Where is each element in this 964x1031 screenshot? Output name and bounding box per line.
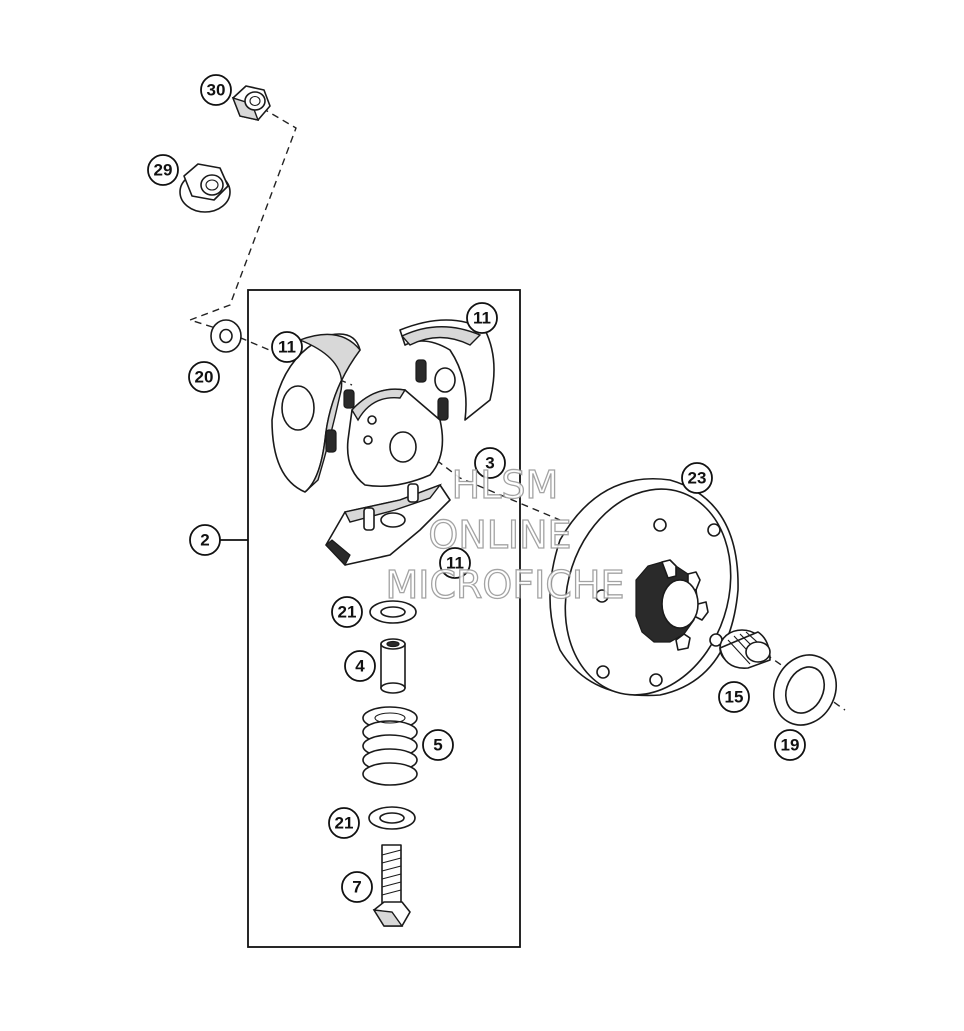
washer-20	[210, 319, 242, 353]
svg-text:19: 19	[781, 736, 800, 755]
assembly-frame	[247, 289, 521, 948]
svg-text:ONLINE: ONLINE	[428, 513, 571, 557]
spring-5	[362, 706, 418, 786]
callout-3: 3	[474, 447, 506, 479]
watermark: HLSM ONLINE MICROFICHE	[385, 462, 625, 607]
drum-gear	[635, 559, 709, 651]
svg-text:21: 21	[338, 603, 357, 622]
callout-11-lower: 11	[439, 547, 471, 579]
clutch-shoe-left	[271, 333, 361, 493]
svg-text:11: 11	[446, 554, 464, 573]
svg-text:23: 23	[688, 469, 707, 488]
callout-2: 2	[189, 524, 221, 556]
washer-21-upper	[369, 600, 417, 624]
callout-11-left: 11	[271, 331, 303, 363]
svg-text:4: 4	[355, 657, 365, 676]
callout-7: 7	[341, 871, 373, 903]
carrier-plate-3	[346, 388, 444, 488]
svg-text:2: 2	[200, 531, 209, 550]
svg-text:20: 20	[195, 368, 214, 387]
svg-text:HLSM: HLSM	[452, 463, 559, 507]
clutch-drum-23	[549, 478, 739, 697]
nut-30	[231, 85, 271, 121]
callout-29: 29	[147, 154, 179, 186]
callout-15: 15	[718, 681, 750, 713]
bolt-7	[372, 844, 411, 927]
svg-text:MICROFICHE: MICROFICHE	[385, 563, 624, 607]
svg-text:21: 21	[335, 814, 354, 833]
needle-bearing-15	[719, 629, 771, 669]
svg-text:15: 15	[725, 688, 744, 707]
callout-5: 5	[422, 729, 454, 761]
callout-4: 4	[344, 650, 376, 682]
callout-30: 30	[200, 74, 232, 106]
bushing-4	[380, 638, 406, 694]
washer-21-lower	[368, 806, 416, 830]
svg-text:11: 11	[473, 309, 491, 328]
callout-11-upper: 11	[466, 302, 498, 334]
flange-nut-29	[179, 163, 231, 213]
clutch-shoe-upper	[399, 319, 495, 421]
assembly-axis-upper	[187, 107, 353, 386]
svg-text:7: 7	[352, 878, 361, 897]
svg-text:11: 11	[278, 338, 296, 357]
svg-text:30: 30	[207, 81, 226, 100]
callout-21-upper: 21	[331, 596, 363, 628]
washer-19	[773, 654, 837, 726]
callout-19: 19	[774, 729, 806, 761]
svg-text:29: 29	[154, 161, 173, 180]
callout-20: 20	[188, 361, 220, 393]
svg-text:3: 3	[485, 454, 494, 473]
callout-21-lower: 21	[328, 807, 360, 839]
callout-23: 23	[681, 462, 713, 494]
clutch-shoe-lower	[325, 483, 451, 567]
svg-text:5: 5	[433, 736, 442, 755]
